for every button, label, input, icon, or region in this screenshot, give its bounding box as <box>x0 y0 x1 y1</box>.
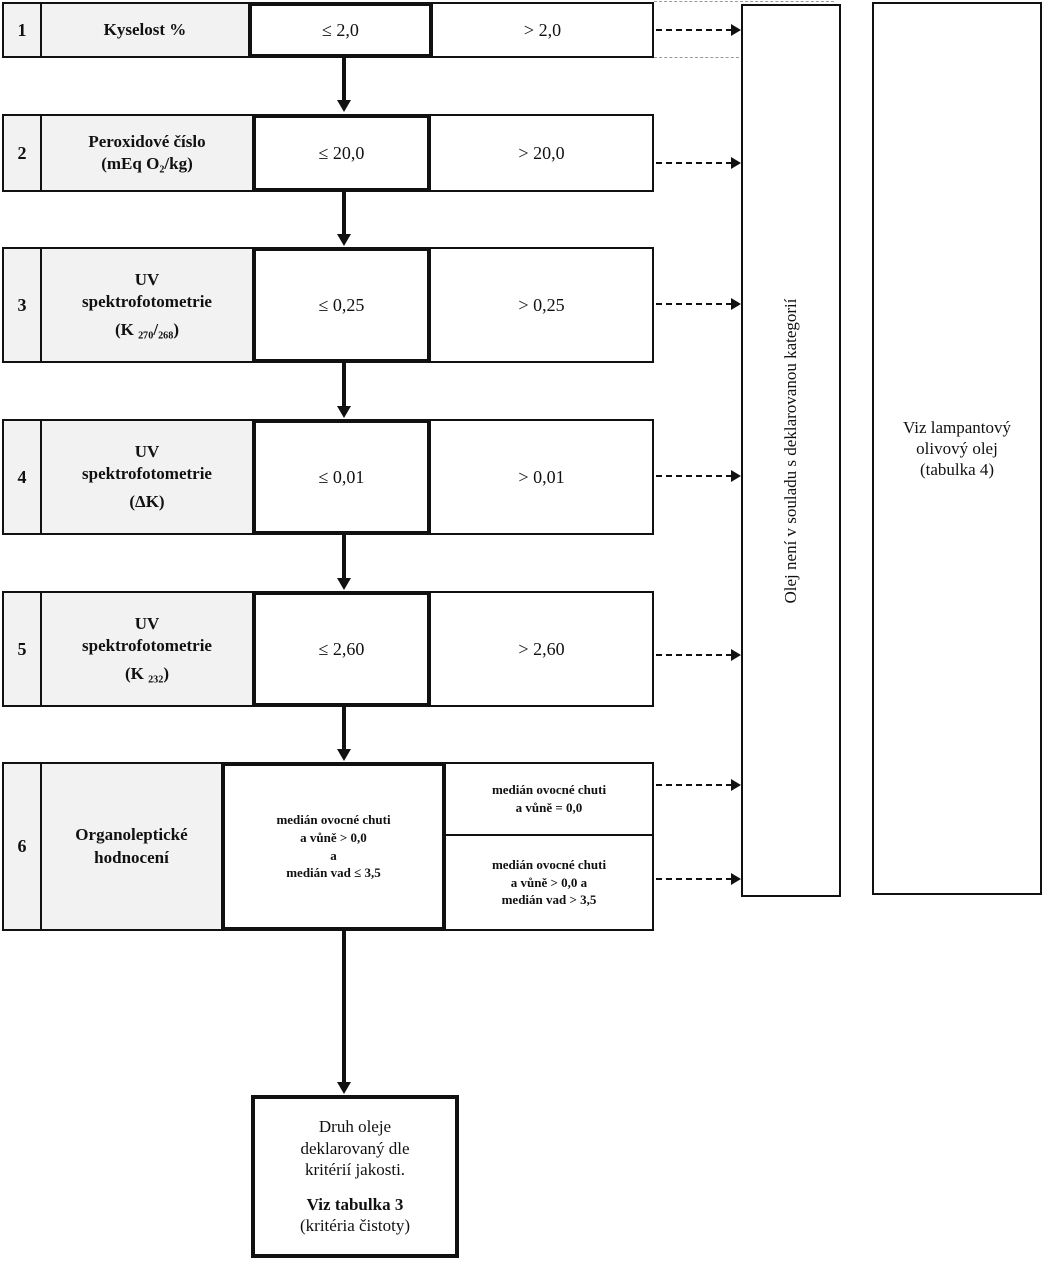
arrowhead <box>731 779 741 791</box>
label-line: Organoleptické <box>75 825 188 845</box>
lampante-line: olivový olej <box>916 438 998 458</box>
pass-box: ≤ 2,0 <box>248 2 433 58</box>
label-line: UV <box>134 269 160 289</box>
label-line: hodnocení <box>94 847 169 867</box>
row-label: UV spektrofotometrie (K ₂₇₀/₂₆₈) <box>40 247 254 363</box>
flow-connector <box>342 535 346 580</box>
dashed-arrow <box>656 878 732 880</box>
label-line: UV <box>134 441 160 461</box>
pass-box: ≤ 2,60 <box>252 591 431 707</box>
fail-line: a vůně = 0,0 <box>515 800 583 815</box>
pass-line: medián vad ≤ 3,5 <box>286 865 381 881</box>
arrowhead <box>731 649 741 661</box>
dashed-arrow <box>656 162 732 164</box>
flow-connector <box>342 192 346 236</box>
arrowhead <box>731 873 741 885</box>
fail-box-top: medián ovocné chuti a vůně = 0,0 <box>444 762 654 836</box>
pass-box: medián ovocné chuti a vůně > 0,0 a mediá… <box>221 762 446 931</box>
arrowhead <box>337 578 351 590</box>
row-number: 6 <box>2 762 42 931</box>
fail-box: > 2,60 <box>429 591 654 707</box>
label-line: spektrofotometrie <box>82 291 212 311</box>
label-line: (K ₂₃₂) <box>124 664 170 684</box>
final-ref-line: Viz tabulka 3 <box>306 1195 404 1215</box>
fail-box: > 20,0 <box>429 114 654 192</box>
lampante-line: (tabulka 4) <box>919 460 995 480</box>
pass-box: ≤ 0,25 <box>252 247 431 363</box>
fail-box: > 0,25 <box>429 247 654 363</box>
arrowhead <box>337 1082 351 1094</box>
arrowhead <box>731 470 741 482</box>
final-line: deklarovaný dle <box>300 1138 410 1158</box>
arrowhead <box>337 749 351 761</box>
row-number: 2 <box>2 114 42 192</box>
dashed-arrow <box>656 303 732 305</box>
pass-line: a <box>330 847 337 863</box>
arrowhead <box>337 406 351 418</box>
flow-connector <box>342 707 346 751</box>
fail-line: medián vad > 3,5 <box>501 892 597 908</box>
pass-line: a vůně > 0,0 <box>300 829 367 845</box>
row-number: 1 <box>2 2 42 58</box>
arrowhead <box>731 298 741 310</box>
label-line: (mEq O₂/kg) <box>101 154 193 173</box>
fail-line: a vůně > 0,0 a <box>510 874 588 890</box>
label-line: Peroxidové číslo <box>88 131 206 151</box>
final-line: Druh oleje <box>318 1117 392 1137</box>
fail-line: medián ovocné chuti <box>491 857 607 873</box>
not-compliant-box: Olej není v souladu s deklarovanou kateg… <box>741 4 841 897</box>
row-label: Organoleptické hodnocení <box>40 762 223 931</box>
label-line: Kyselost % <box>103 19 187 39</box>
row-label: Kyselost % <box>40 2 250 58</box>
row-label: UV spektrofotometrie (ΔK) <box>40 419 254 535</box>
row-number: 4 <box>2 419 42 535</box>
final-result-box: Druh oleje deklarovaný dle kritérií jako… <box>251 1095 459 1258</box>
pass-box: ≤ 0,01 <box>252 419 431 535</box>
label-line: (ΔK) <box>129 492 165 512</box>
dashed-arrow <box>656 475 732 477</box>
final-line: kritérií jakosti. <box>304 1159 406 1179</box>
pass-line: medián ovocné chuti <box>276 812 391 828</box>
fail-box-bottom: medián ovocné chuti a vůně > 0,0 a mediá… <box>444 834 654 931</box>
guide-line <box>654 1 834 2</box>
label-line: spektrofotometrie <box>82 463 212 483</box>
row-label: UV spektrofotometrie (K ₂₃₂) <box>40 591 254 707</box>
fail-box: > 0,01 <box>429 419 654 535</box>
arrowhead <box>337 234 351 246</box>
dashed-arrow <box>656 784 732 786</box>
not-compliant-text: Olej není v souladu s deklarovanou kateg… <box>781 298 800 603</box>
flow-connector <box>342 58 346 102</box>
arrowhead <box>337 100 351 112</box>
lampante-line: Viz lampantový <box>902 417 1012 437</box>
arrowhead <box>731 157 741 169</box>
row-number: 5 <box>2 591 42 707</box>
row-label: Peroxidové číslo (mEq O₂/kg) <box>40 114 254 192</box>
fail-box: > 2,0 <box>431 2 654 58</box>
label-line: UV <box>134 613 160 633</box>
label-line: spektrofotometrie <box>82 635 212 655</box>
dashed-arrow <box>656 654 732 656</box>
flow-connector <box>342 931 346 1083</box>
lampante-box: Viz lampantový olivový olej (tabulka 4) <box>872 2 1042 895</box>
arrowhead <box>731 24 741 36</box>
final-ref-line: (kritéria čistoty) <box>300 1216 410 1236</box>
flow-connector <box>342 363 346 408</box>
fail-line: medián ovocné chuti <box>491 782 607 798</box>
pass-box: ≤ 20,0 <box>252 114 431 192</box>
dashed-arrow <box>656 29 732 31</box>
guide-line <box>654 57 744 58</box>
label-line: (K ₂₇₀/₂₆₈) <box>114 320 180 340</box>
row-number: 3 <box>2 247 42 363</box>
